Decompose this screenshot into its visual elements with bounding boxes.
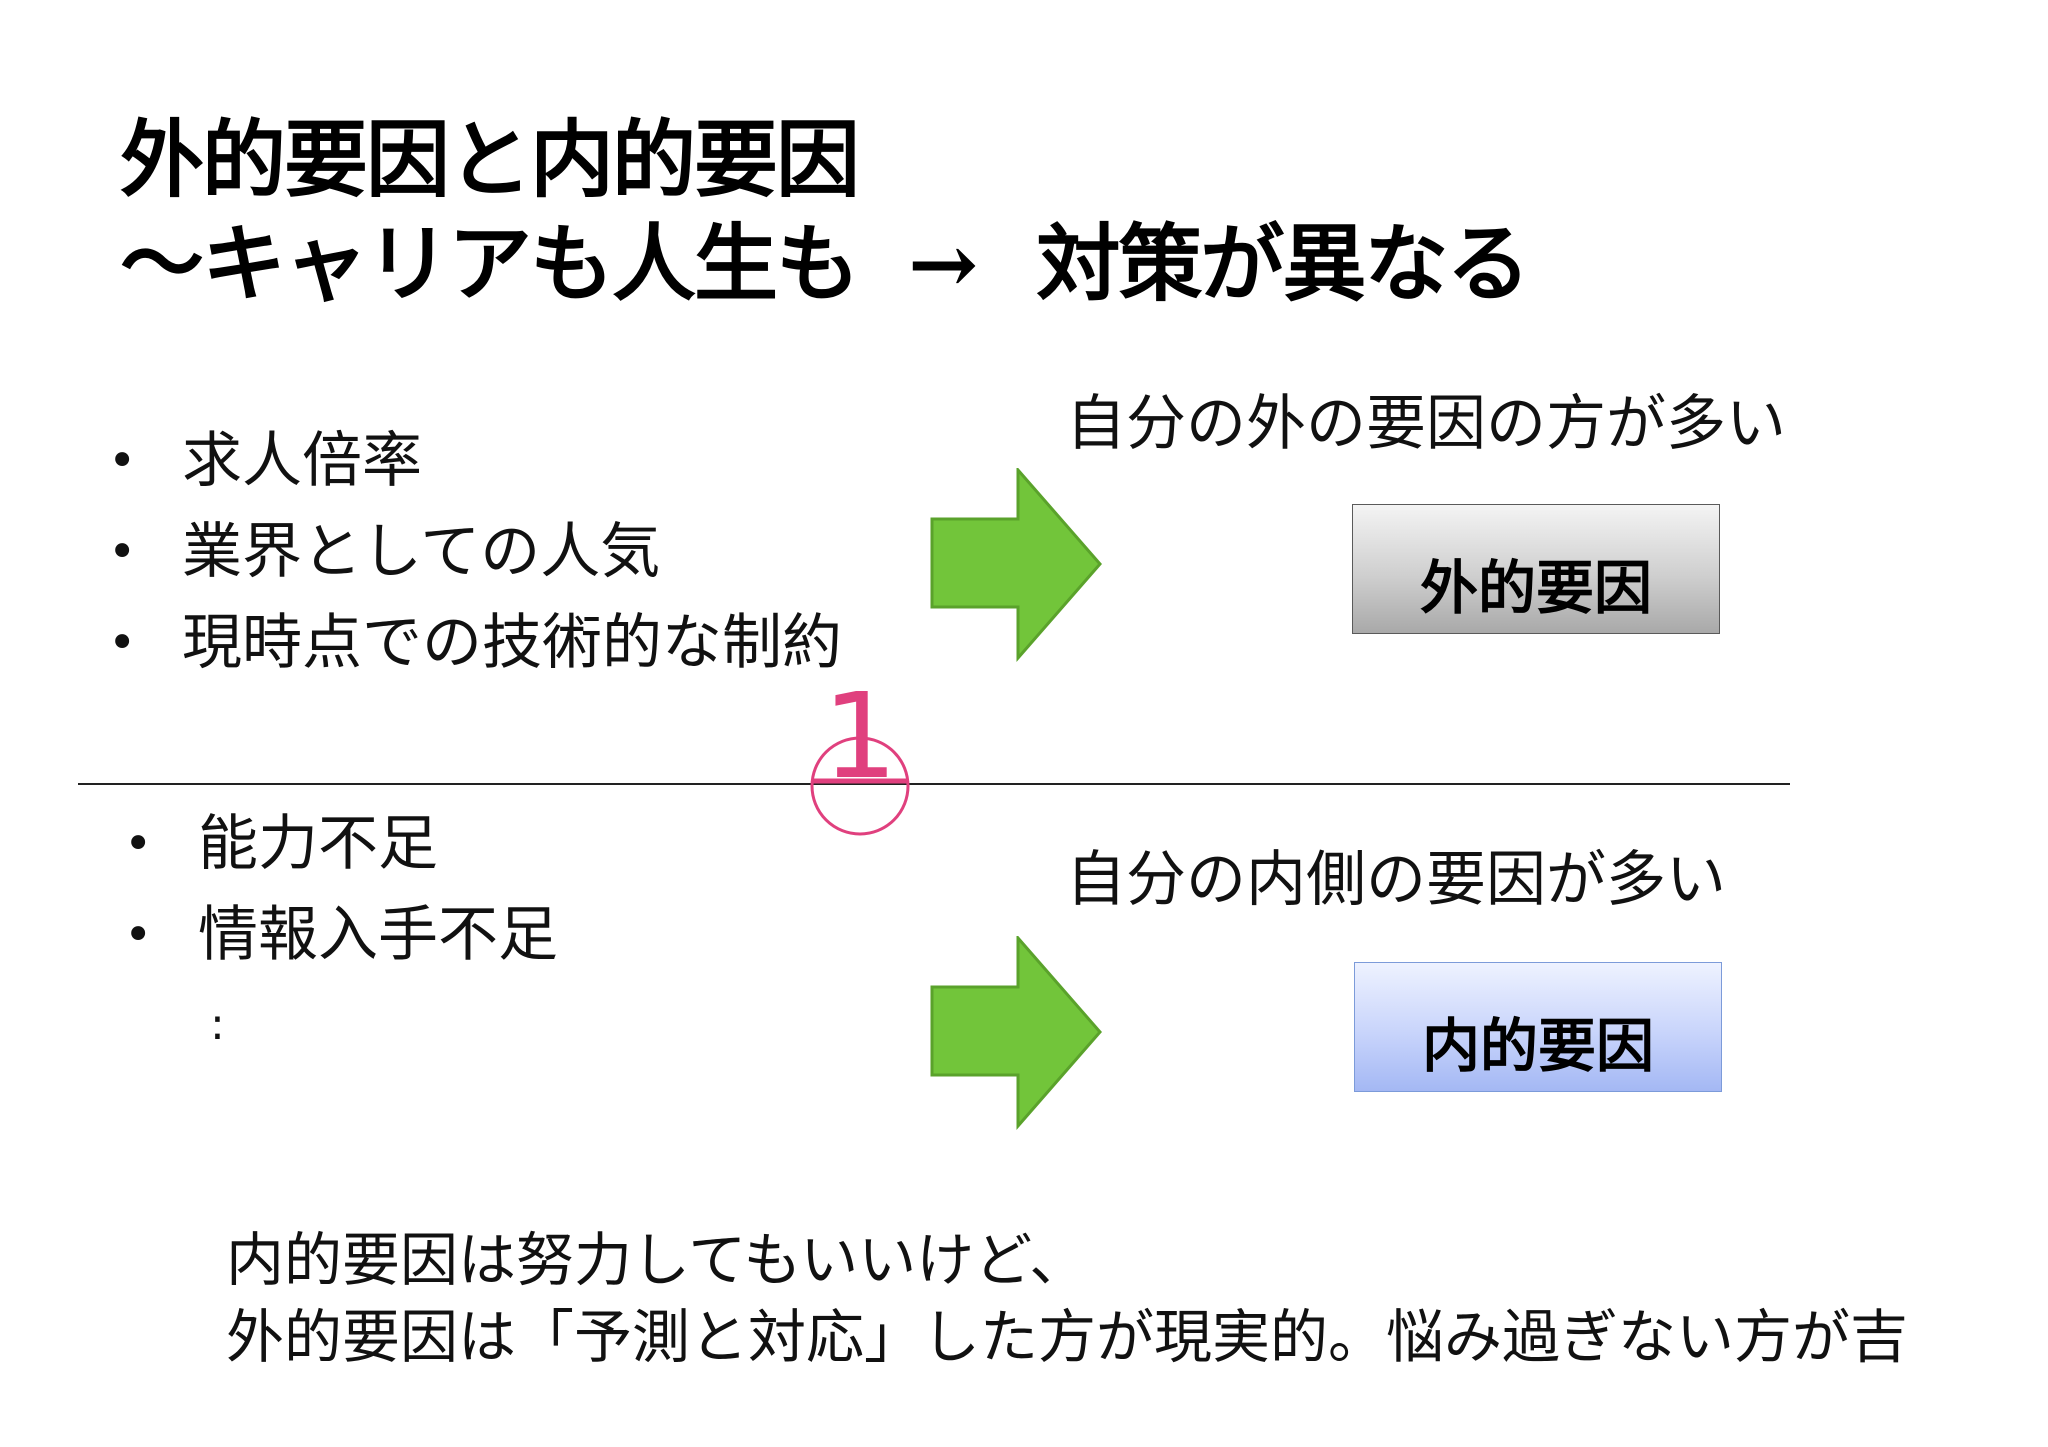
external-factor-box: 外的要因 xyxy=(1352,504,1720,634)
title-line-1: 外的要因と内的要因 xyxy=(120,110,860,209)
conclusion-text: 内的要因は努力してもいいけど、 外的要因は「予測と対応」した方が現実的。悩み過ぎ… xyxy=(226,1222,1908,1376)
title-arrow: → xyxy=(908,214,978,313)
conclusion-line-2: 外的要因は「予測と対応」した方が現実的。悩み過ぎない方が吉 xyxy=(226,1303,1909,1371)
title-line-2: ～キャリアも人生も → 対策が異なる xyxy=(120,212,1530,316)
external-factor-item: 業界としての人気 xyxy=(108,516,842,607)
external-caption: 自分の外の要因の方が多い xyxy=(1066,389,1786,459)
internal-factor-list: 能力不足 情報入手不足 xyxy=(124,808,558,990)
external-factor-item: 求人倍率 xyxy=(108,425,842,516)
title-line-2-left: ～キャリアも人生も xyxy=(120,214,860,313)
title-line-2-right: 対策が異なる xyxy=(1036,214,1530,313)
internal-factor-item: 能力不足 xyxy=(124,808,558,899)
internal-factor-item: 情報入手不足 xyxy=(124,899,558,990)
section-divider xyxy=(78,783,1790,785)
continuation-mark: : xyxy=(210,999,225,1050)
slide-title: 外的要因と内的要因 ～キャリアも人生も → 対策が異なる xyxy=(120,108,1530,316)
page-number-mark: 1 xyxy=(810,667,910,836)
external-factor-list: 求人倍率 業界としての人気 現時点での技術的な制約 xyxy=(108,425,842,698)
external-factor-item: 現時点での技術的な制約 xyxy=(108,607,842,698)
internal-caption: 自分の内側の要因が多い xyxy=(1066,845,1726,915)
conclusion-line-1: 内的要因は努力してもいいけど、 xyxy=(226,1226,1088,1294)
internal-factor-box: 内的要因 xyxy=(1354,962,1722,1092)
right-arrow-icon xyxy=(930,468,1102,662)
page-number: 1 xyxy=(822,667,897,805)
right-arrow-icon xyxy=(930,936,1102,1130)
